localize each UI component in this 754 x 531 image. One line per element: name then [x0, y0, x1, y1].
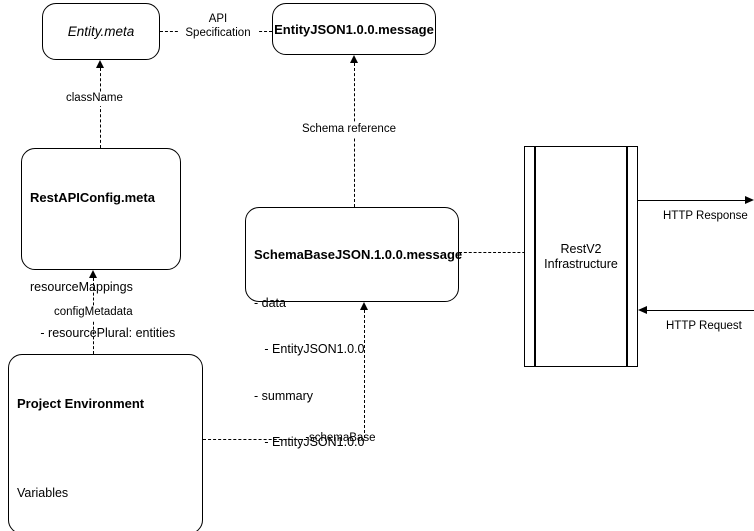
- edge-label-schema-base: schemaBase: [307, 432, 378, 446]
- edge-http-response-arrowhead: [745, 196, 754, 204]
- edge-schema-to-infrastructure: [459, 252, 535, 253]
- list-item: - summary: [254, 388, 314, 403]
- edge-schema-base-horizontal: [203, 439, 307, 440]
- edge-label-class-name: className: [64, 92, 125, 106]
- node-rest-api-config-meta[interactable]: RestAPIConfig.meta resourceMappings - re…: [21, 148, 181, 433]
- node-entity-meta-label: Entity.meta: [67, 24, 135, 39]
- node-restv2-infrastructure-label: RestV2 Infrastructure: [525, 242, 637, 272]
- node-schema-base-json-body: SchemaBaseJSON.1.0.0.message - data - En…: [246, 208, 463, 488]
- edge-config-metadata-arrowhead: [89, 270, 97, 278]
- edge-schema-base-vertical: [364, 310, 365, 438]
- list-item: - resourcePlural: entities: [30, 326, 176, 340]
- node-project-environment[interactable]: Project Environment Variables - version:…: [8, 354, 203, 531]
- node-schema-base-json-title: SchemaBaseJSON.1.0.0.message: [254, 247, 463, 262]
- spacer: [17, 445, 194, 455]
- node-restv2-infrastructure[interactable]: RestV2 Infrastructure: [524, 146, 638, 367]
- edge-schema-reference-arrowhead: [350, 55, 358, 63]
- node-entity-json-message-label: EntityJSON1.0.0.message: [274, 21, 434, 37]
- edge-class-name-line: [100, 68, 101, 148]
- restv2-label-line1: RestV2: [560, 241, 602, 256]
- restv2-label-line2: Infrastructure: [544, 256, 618, 271]
- edge-http-request-line: [647, 310, 754, 311]
- node-entity-json-message[interactable]: EntityJSON1.0.0.message: [272, 3, 436, 55]
- component-right-bar: [626, 147, 628, 366]
- edge-http-request-arrowhead: [638, 306, 647, 314]
- component-left-bar: [534, 147, 536, 366]
- edge-schema-base-arrowhead: [360, 302, 368, 310]
- edge-label-schema-reference: Schema reference: [300, 123, 398, 137]
- variables-heading: Variables: [17, 485, 69, 500]
- node-rest-api-config-section: resourceMappings: [30, 279, 133, 294]
- node-project-environment-title: Project Environment: [17, 396, 145, 411]
- edge-label-config-metadata: configMetadata: [52, 306, 135, 320]
- list-item: - EntityJSON1.0.0: [254, 435, 365, 449]
- edge-label-http-response: HTTP Response: [661, 210, 750, 224]
- edge-label-http-request: HTTP Request: [664, 320, 744, 334]
- edge-class-name-arrowhead: [96, 60, 104, 68]
- node-rest-api-config-meta-title: RestAPIConfig.meta: [30, 190, 155, 205]
- node-project-environment-body: Project Environment Variables - version:…: [9, 355, 202, 531]
- list-item: - data: [254, 295, 286, 310]
- edge-http-response-line: [638, 200, 745, 201]
- node-entity-meta[interactable]: Entity.meta: [42, 3, 160, 60]
- list-item: - EntityJSON1.0.0: [254, 342, 365, 356]
- node-schema-base-json-message[interactable]: SchemaBaseJSON.1.0.0.message - data - En…: [245, 207, 462, 449]
- spacer: [30, 239, 172, 249]
